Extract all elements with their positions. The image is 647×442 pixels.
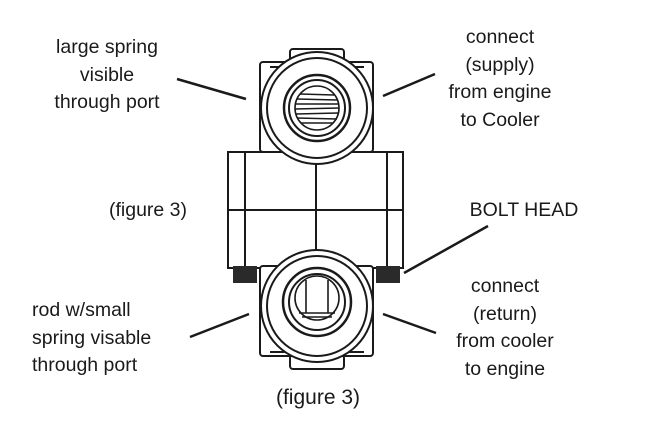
return-port: [259, 249, 374, 370]
bottom-port-ring: [281, 266, 353, 338]
callout-line: through port: [32, 354, 138, 376]
top-port-ring: [282, 73, 352, 143]
leader-bolt-head: [403, 224, 489, 275]
bottom-mid-ring: [266, 255, 368, 357]
supply-port: [259, 48, 374, 165]
callout-supply: connect (supply) from engine to Cooler: [436, 24, 564, 134]
bottom-port-inner-ring: [288, 273, 346, 331]
side-caption-text: (figure 3): [108, 199, 188, 221]
callout-line: large spring: [56, 36, 158, 58]
bolt-head-left: [233, 266, 257, 283]
callout-line: to Cooler: [460, 108, 540, 131]
leader-bottom-left: [189, 312, 250, 339]
callout-rod-small-spring: rod w/small spring visable through port: [32, 297, 182, 380]
rod-small-spring: [294, 275, 340, 321]
leader-bottom-right: [382, 312, 437, 335]
figure-caption: (figure 3): [256, 384, 380, 412]
bottom-outer-ring: [260, 249, 374, 363]
callout-return: connect (return) from cooler to engine: [440, 273, 570, 383]
callout-bolt-head: BOLT HEAD: [454, 197, 594, 225]
side-figure-caption: (figure 3): [88, 197, 208, 225]
callout-line: (supply): [465, 53, 535, 76]
top-port-inner-ring: [288, 79, 346, 137]
callout-line: rod w/small: [32, 299, 131, 321]
figure-caption-text: (figure 3): [275, 386, 361, 409]
callout-line: through port: [54, 91, 160, 113]
callout-line: from cooler: [456, 330, 554, 352]
top-mid-ring: [266, 57, 368, 159]
leader-top-right: [382, 72, 436, 98]
leader-lines: [176, 72, 489, 339]
callout-line: BOLT HEAD: [469, 199, 579, 221]
callout-line: visible: [79, 63, 135, 86]
callout-line: to engine: [464, 357, 546, 380]
leader-top-left: [176, 77, 247, 101]
callout-large-spring: large spring visible through port: [30, 34, 184, 117]
callout-line: connect: [465, 26, 535, 48]
callout-line: connect: [470, 275, 540, 297]
callout-line: spring visable: [32, 326, 152, 349]
callout-line: (return): [473, 302, 537, 325]
large-spring: [294, 85, 340, 131]
bolt-head-right: [376, 266, 400, 283]
callout-line: from engine: [448, 81, 552, 103]
